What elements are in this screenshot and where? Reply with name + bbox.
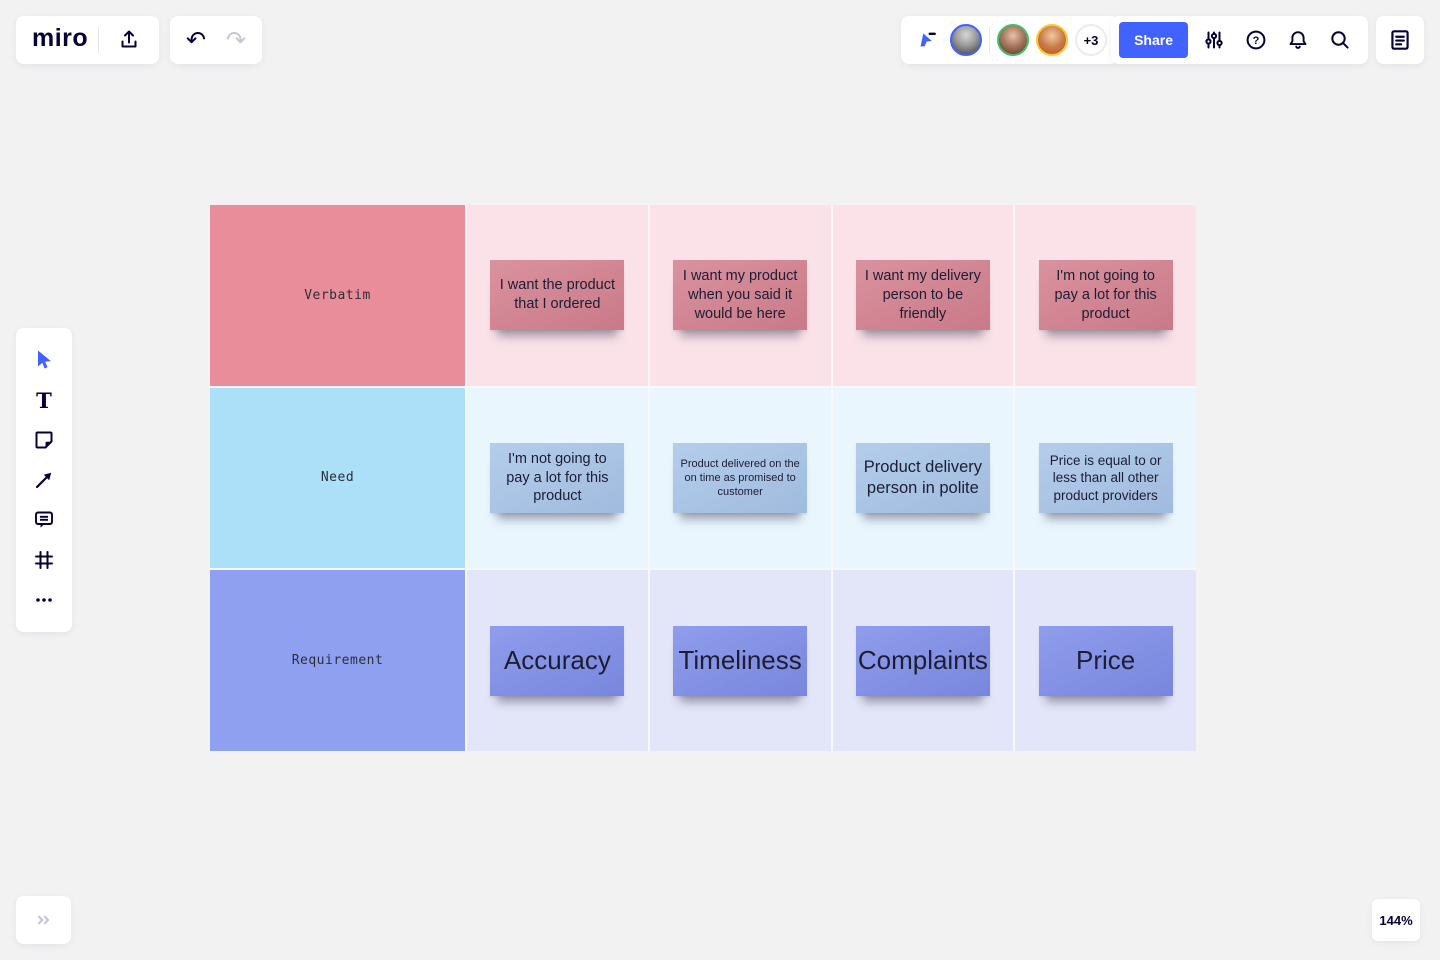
sticky-note[interactable]: I'm not going to pay a lot for this prod… [1038, 260, 1173, 331]
sticky-note-text: Product delivery person in polite [863, 457, 983, 497]
board-notes-button[interactable] [1380, 20, 1420, 60]
sticky-note-text: Product delivered on the on time as prom… [680, 457, 800, 499]
sticky-note-text: I want my delivery person to be friendly [864, 268, 981, 322]
sticky-note-tool[interactable] [24, 420, 64, 460]
export-icon [117, 28, 141, 52]
sticky-note-text: Accuracy [503, 644, 611, 675]
avatar[interactable] [950, 24, 982, 56]
board-settings-button[interactable] [1194, 20, 1234, 60]
table-cell[interactable]: Complaints [832, 570, 1014, 751]
row-header-requirement[interactable]: Requirement [210, 570, 465, 751]
table-cell[interactable]: Product delivered on the on time as prom… [649, 387, 831, 569]
sticky-note[interactable]: Timeliness [673, 625, 808, 696]
table-cell[interactable]: I'm not going to pay a lot for this prod… [1015, 205, 1196, 386]
row-header-need[interactable]: Need [210, 387, 465, 569]
sticky-note[interactable]: Price [1038, 625, 1173, 696]
collaborator-cursor-icon [916, 28, 940, 52]
sticky-note[interactable]: Accuracy [490, 625, 625, 696]
notifications-button[interactable] [1278, 20, 1318, 60]
comment-icon [32, 508, 56, 532]
share-button[interactable]: Share [1119, 22, 1188, 58]
row-label: Requirement [291, 653, 384, 669]
sticky-note-text: I want the product that I ordered [499, 277, 615, 313]
undo-icon: ↶ [185, 26, 207, 54]
arrow-tool[interactable] [24, 460, 64, 500]
avatar[interactable] [1036, 24, 1068, 56]
divider [98, 27, 100, 53]
bell-icon [1286, 28, 1310, 52]
sticky-note-text: I'm not going to pay a lot for this prod… [506, 450, 609, 505]
table-cell[interactable]: Accuracy [467, 570, 648, 751]
row-label: Verbatim [304, 287, 371, 303]
sticky-note[interactable]: I'm not going to pay a lot for this prod… [490, 442, 625, 513]
svg-text:?: ? [1253, 35, 1260, 47]
more-tools[interactable] [24, 580, 64, 620]
miro-logo[interactable]: miro [32, 23, 89, 52]
sticky-note[interactable]: I want the product that I ordered [490, 260, 625, 331]
sticky-note[interactable]: Product delivered on the on time as prom… [673, 442, 808, 513]
table-cell[interactable]: Timeliness [649, 570, 831, 751]
collaborator-cursors-toggle[interactable] [913, 20, 943, 60]
avatar[interactable] [997, 24, 1029, 56]
logo-export-panel: miro [16, 16, 160, 64]
zoom-level-label: 144% [1379, 912, 1413, 928]
presence-panel: +3 [901, 16, 1119, 64]
more-collaborators-badge[interactable]: +3 [1075, 24, 1107, 56]
redo-button[interactable]: ↷ [216, 20, 256, 60]
sticky-note[interactable]: Product delivery person in polite [855, 442, 990, 513]
sticky-note-text: I want my product when you said it would… [682, 268, 798, 322]
sticky-note-text: Price is equal to or less than all other… [1049, 452, 1162, 503]
table-cell[interactable]: Product delivery person in polite [832, 387, 1014, 569]
row-label: Need [320, 470, 355, 486]
sliders-icon [1202, 28, 1226, 52]
redo-icon: ↷ [225, 26, 247, 54]
select-tool[interactable] [24, 340, 64, 380]
table-cell[interactable]: Price is equal to or less than all other… [1015, 387, 1196, 569]
ellipsis-icon [32, 588, 56, 612]
sticky-note-text: Complaints [857, 644, 988, 675]
kano-analysis-table: Verbatim I want the product that I order… [210, 205, 1196, 751]
actions-panel: Share ? [1111, 16, 1368, 64]
sticky-note[interactable]: I want my delivery person to be friendly [855, 260, 990, 331]
sticky-note[interactable]: Complaints [855, 625, 990, 696]
table-cell[interactable]: I want my delivery person to be friendly [832, 205, 1014, 386]
text-tool[interactable]: T [24, 380, 64, 420]
double-chevron-icon [34, 910, 54, 930]
sticky-note[interactable]: I want my product when you said it would… [673, 260, 808, 331]
document-icon [1387, 27, 1413, 53]
comment-tool[interactable] [24, 500, 64, 540]
sticky-note-text: Price [1076, 644, 1136, 675]
help-icon: ? [1244, 28, 1268, 52]
sticky-note-text: Timeliness [678, 644, 802, 675]
arrow-icon [32, 468, 56, 492]
notes-panel [1376, 16, 1424, 64]
history-panel: ↶ ↷ [170, 16, 262, 64]
sticky-note-text: I'm not going to pay a lot for this prod… [1054, 268, 1157, 322]
sticky-note-icon [32, 428, 56, 452]
row-header-verbatim[interactable]: Verbatim [210, 205, 465, 386]
export-button[interactable] [109, 20, 149, 60]
frame-tool[interactable] [24, 540, 64, 580]
divider [989, 27, 990, 53]
search-button[interactable] [1320, 20, 1360, 60]
table-cell[interactable]: I'm not going to pay a lot for this prod… [467, 387, 648, 569]
search-icon [1328, 28, 1352, 52]
zoom-level-button[interactable]: 144% [1372, 899, 1420, 941]
help-button[interactable]: ? [1236, 20, 1276, 60]
undo-button[interactable]: ↶ [176, 20, 216, 60]
expand-panel-button[interactable] [16, 896, 71, 944]
creation-toolbar: T [16, 328, 72, 632]
select-cursor-icon [32, 348, 56, 372]
sticky-note[interactable]: Price is equal to or less than all other… [1038, 442, 1173, 513]
table-cell[interactable]: Price [1015, 570, 1196, 751]
table-cell[interactable]: I want my product when you said it would… [649, 205, 831, 386]
table-cell[interactable]: I want the product that I ordered [467, 205, 648, 386]
text-icon: T [36, 387, 52, 413]
frame-icon [32, 548, 56, 572]
